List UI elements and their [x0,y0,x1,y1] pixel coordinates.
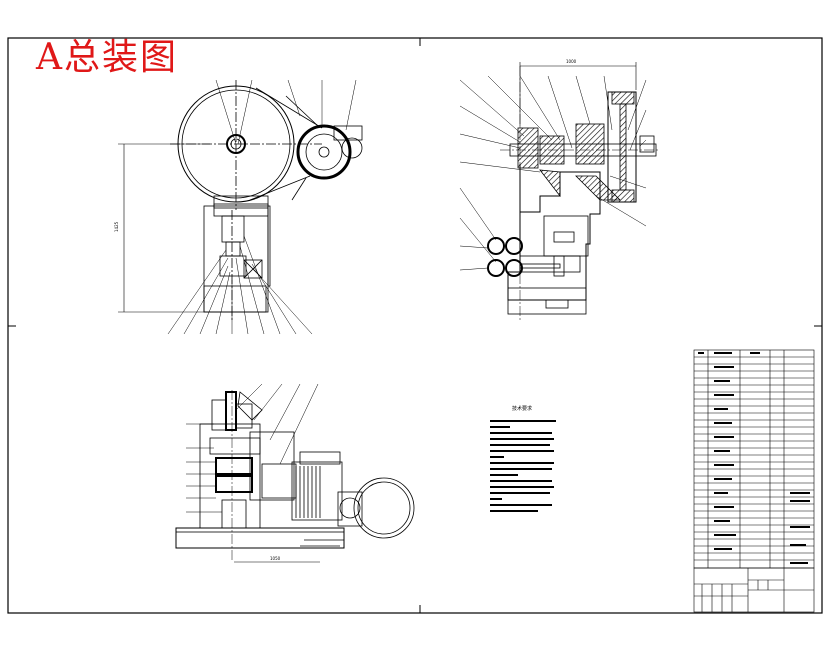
plan-view [175,383,415,563]
front-height-dimension: 1425 [114,221,119,232]
parts-list-text-blocks [698,352,810,564]
drawing-title: A总装图 [36,37,178,78]
parts-list-table [693,349,815,569]
technical-notes: 技术要求 [490,405,556,512]
title-block [693,567,815,613]
side-section-view [459,62,660,320]
notes-heading: 技术要求 [512,405,532,412]
side-width-dimension: 1000 [566,59,577,64]
plan-width-dimension: 1050 [270,556,281,561]
drawing-frame [7,37,823,614]
front-view [118,79,363,335]
